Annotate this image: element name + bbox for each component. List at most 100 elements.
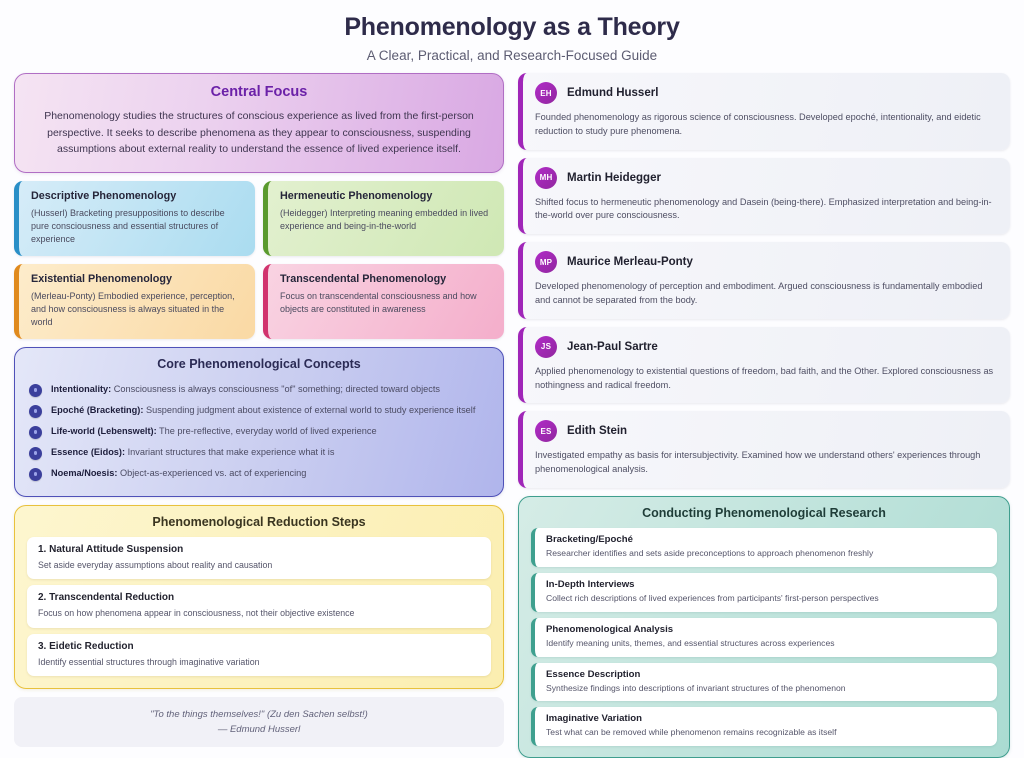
bullet-icon — [29, 425, 42, 439]
thinker-name: Maurice Merleau-Ponty — [567, 256, 693, 269]
reduction-step-title: 1. Natural Attitude Suspension — [38, 544, 184, 556]
reduction-steps-card: Phenomenological Reduction Steps 1. Natu… — [14, 505, 505, 689]
research-step-description: Synthesize findings into descriptions of… — [546, 682, 846, 693]
type-card-title: Transcendental Phenomenology — [280, 272, 447, 285]
concept-term: Essence (Eidos): — [51, 446, 126, 457]
reduction-steps-title: Phenomenological Reduction Steps — [152, 515, 366, 530]
concept-item: Noema/Noesis: Object-as-experienced vs. … — [29, 463, 489, 484]
research-step-title: Phenomenological Analysis — [546, 623, 674, 635]
thinker-card-sartre[interactable]: JS Jean-Paul Sartre Applied phenomenolog… — [518, 326, 1010, 404]
research-step-description: Test what can be removed while phenomeno… — [546, 727, 837, 738]
core-concepts-title: Core Phenomenological Concepts — [157, 357, 361, 372]
type-card-description: (Merleau-Ponty) Embodied experience, per… — [31, 290, 235, 327]
type-card-description: Focus on transcendental consciousness an… — [280, 290, 477, 314]
left-column: Central Focus Phenomenology studies the … — [14, 73, 505, 748]
research-step-title: Bracketing/Epoché — [546, 533, 633, 545]
concept-text: Essence (Eidos): Invariant structures th… — [51, 446, 334, 458]
central-focus-title: Central Focus — [210, 84, 308, 100]
type-card-title: Descriptive Phenomenology — [31, 189, 177, 202]
concept-term: Epoché (Bracketing): — [51, 404, 144, 415]
bullet-icon — [29, 467, 42, 481]
concept-term: Intentionality: — [51, 383, 112, 394]
thinker-description: Investigated empathy as basis for inters… — [535, 450, 981, 475]
avatar: EH — [535, 82, 558, 104]
central-focus-body: Phenomenology studies the structures of … — [44, 110, 474, 156]
right-column: EH Edmund Husserl Founded phenomenology … — [518, 73, 1010, 758]
concept-definition: Object-as-experienced vs. act of experie… — [119, 467, 307, 478]
reduction-step-description: Focus on how phenomena appear in conscio… — [38, 608, 355, 619]
thinker-card-heidegger[interactable]: MH Martin Heidegger Shifted focus to her… — [518, 157, 1010, 235]
concept-item: Essence (Eidos): Invariant structures th… — [29, 442, 489, 463]
page-header: Phenomenology as a Theory A Clear, Pract… — [14, 8, 1010, 73]
thinker-name: Edith Stein — [567, 425, 628, 438]
type-card-title: Existential Phenomenology — [31, 272, 172, 285]
research-step-description: Researcher identifies and sets aside pre… — [546, 547, 874, 558]
type-card-description: (Husserl) Bracketing presuppositions to … — [31, 207, 225, 244]
reduction-step-description: Identify essential structures through im… — [38, 656, 260, 667]
bullet-icon — [29, 446, 42, 460]
page-title: Phenomenology as a Theory — [344, 13, 680, 41]
concept-text: Life-world (Lebenswelt): The pre-reflect… — [51, 425, 377, 437]
reduction-step[interactable]: 3. Eidetic Reduction Identify essential … — [27, 633, 492, 676]
type-card-descriptive[interactable]: Descriptive Phenomenology (Husserl) Brac… — [14, 180, 255, 256]
bullet-icon — [29, 404, 42, 418]
reduction-step[interactable]: 1. Natural Attitude Suspension Set aside… — [27, 537, 492, 580]
type-card-transcendental[interactable]: Transcendental Phenomenology Focus on tr… — [263, 263, 505, 340]
type-card-existential[interactable]: Existential Phenomenology (Merleau-Ponty… — [14, 263, 255, 340]
type-card-title: Hermeneutic Phenomenology — [280, 189, 433, 202]
concept-item: Intentionality: Consciousness is always … — [29, 379, 489, 400]
thinker-header: MP Maurice Merleau-Ponty — [535, 251, 997, 274]
avatar: ES — [535, 420, 558, 443]
thinker-name: Edmund Husserl — [567, 87, 659, 99]
concept-definition: Suspending judgment about existence of e… — [145, 404, 476, 415]
research-step[interactable]: In-Depth Interviews Collect rich descrip… — [531, 572, 997, 612]
quote-box: "To the things themselves!" (Zu den Sach… — [14, 696, 505, 748]
research-step[interactable]: Essence Description Synthesize findings … — [531, 662, 997, 702]
avatar: MP — [535, 251, 558, 274]
thinker-card-merleau-ponty[interactable]: MP Maurice Merleau-Ponty Developed pheno… — [518, 242, 1010, 319]
reduction-step[interactable]: 2. Transcendental Reduction Focus on how… — [27, 585, 492, 628]
content-columns: Central Focus Phenomenology studies the … — [14, 73, 1010, 758]
type-card-description: (Heidegger) Interpreting meaning embedde… — [280, 207, 489, 231]
research-step-title: Essence Description — [546, 668, 641, 680]
thinker-header: EH Edmund Husserl — [535, 82, 997, 104]
research-step-description: Identify meaning units, themes, and esse… — [546, 637, 835, 648]
research-step-description: Collect rich descriptions of lived exper… — [546, 592, 879, 603]
research-step[interactable]: Phenomenological Analysis Identify meani… — [531, 617, 997, 657]
thinker-name: Martin Heidegger — [567, 171, 661, 184]
concept-item: Life-world (Lebenswelt): The pre-reflect… — [29, 421, 489, 442]
thinker-description: Applied phenomenology to existential que… — [535, 365, 994, 390]
concept-term: Life-world (Lebenswelt): — [51, 425, 157, 436]
concept-text: Epoché (Bracketing): Suspending judgment… — [51, 404, 475, 416]
research-step[interactable]: Imaginative Variation Test what can be r… — [531, 707, 997, 747]
concept-text: Intentionality: Consciousness is always … — [51, 383, 440, 395]
thinker-description: Shifted focus to hermeneutic phenomenolo… — [535, 196, 992, 221]
bullet-icon — [29, 383, 42, 397]
thinker-name: Jean-Paul Sartre — [567, 340, 658, 353]
concept-text: Noema/Noesis: Object-as-experienced vs. … — [51, 467, 306, 479]
core-concepts-card: Core Phenomenological Concepts Intention… — [14, 347, 505, 498]
research-title: Conducting Phenomenological Research — [642, 505, 886, 520]
reduction-step-title: 3. Eidetic Reduction — [38, 640, 134, 652]
research-step[interactable]: Bracketing/Epoché Researcher identifies … — [531, 527, 997, 567]
type-card-hermeneutic[interactable]: Hermeneutic Phenomenology (Heidegger) In… — [263, 180, 505, 256]
quote-attribution: — Edmund Husserl — [217, 724, 301, 736]
phenomenology-types-grid: Descriptive Phenomenology (Husserl) Brac… — [14, 180, 505, 340]
thinker-header: MH Martin Heidegger — [535, 166, 997, 189]
thinker-description: Founded phenomenology as rigorous scienc… — [535, 112, 981, 136]
concept-definition: The pre-reflective, everyday world of li… — [159, 425, 377, 436]
central-focus-card: Central Focus Phenomenology studies the … — [14, 73, 505, 173]
page-subtitle: A Clear, Practical, and Research-Focused… — [366, 48, 658, 63]
quote-text: "To the things themselves!" (Zu den Sach… — [150, 708, 368, 720]
avatar: MH — [535, 166, 558, 189]
thinker-description: Developed phenomenology of perception an… — [535, 281, 983, 305]
research-step-title: Imaginative Variation — [546, 713, 642, 725]
thinker-card-stein[interactable]: ES Edith Stein Investigated empathy as b… — [518, 411, 1010, 488]
thinker-header: ES Edith Stein — [535, 420, 997, 443]
thinker-card-husserl[interactable]: EH Edmund Husserl Founded phenomenology … — [518, 73, 1010, 150]
avatar: JS — [535, 335, 558, 358]
thinker-header: JS Jean-Paul Sartre — [535, 335, 997, 358]
concept-item: Epoché (Bracketing): Suspending judgment… — [29, 400, 489, 421]
reduction-step-title: 2. Transcendental Reduction — [38, 592, 175, 604]
